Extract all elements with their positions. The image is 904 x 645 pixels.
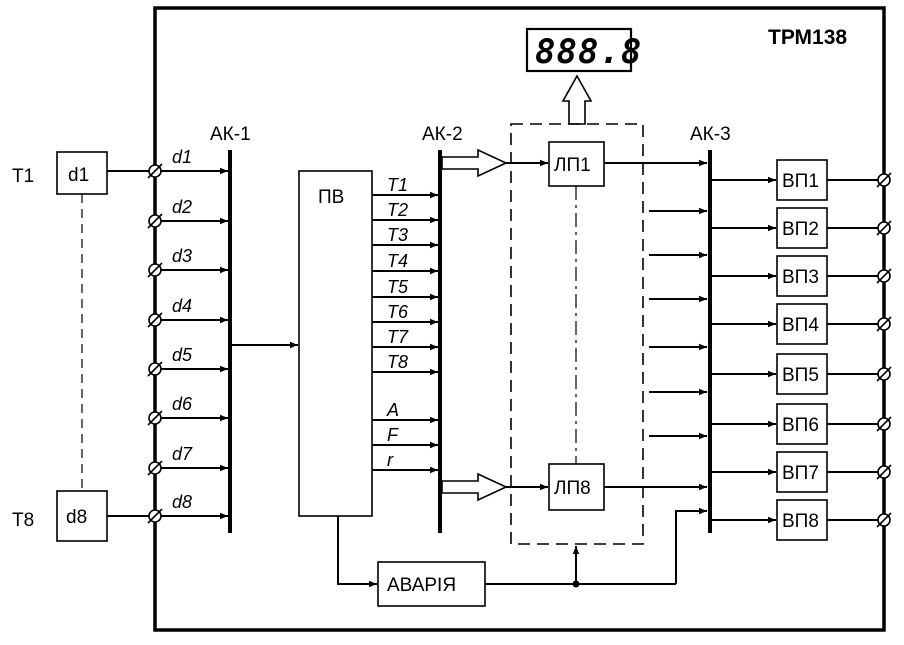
input-terminal-2 <box>147 213 163 229</box>
ak3-inputs <box>649 207 707 440</box>
logic-container <box>510 123 644 545</box>
pv-output-label-11: r <box>387 450 394 470</box>
output-device-label-8: ВП8 <box>782 511 819 532</box>
pv-to-alarm-wire <box>337 516 377 588</box>
output-terminal-4 <box>876 316 892 332</box>
input-terminal-7 <box>147 460 163 476</box>
bus-ak3-label: АК-3 <box>690 124 731 145</box>
hollow-arrow-lp8 <box>441 472 508 502</box>
logic-block-lp1-label: ЛП1 <box>554 155 591 176</box>
output-device-label-2: ВП2 <box>782 219 819 240</box>
device-frame <box>153 6 886 632</box>
pv-output-label-4: T4 <box>387 251 408 271</box>
output-device-label-1: ВП1 <box>782 171 819 192</box>
output-device-label-7: ВП7 <box>782 463 819 484</box>
alarm-to-ak3-wire <box>675 507 707 584</box>
input-terminal-6 <box>147 410 163 426</box>
output-device-6 <box>776 403 828 445</box>
digital-display: 888.8 <box>525 27 642 73</box>
output-terminal-1 <box>876 172 892 188</box>
sensor-terminal-t1: T1 <box>12 166 34 187</box>
output-device-label-5: ВП5 <box>782 365 819 386</box>
alarm-label: АВАРІЯ <box>387 575 456 596</box>
pv-output-label-3: T3 <box>387 225 408 245</box>
sensor-label-d1: d1 <box>68 165 89 186</box>
output-terminal-8 <box>876 512 892 528</box>
pv-block <box>298 170 373 517</box>
hollow-arrow-lp1 <box>441 148 508 178</box>
pv-output-label-9: A <box>386 400 399 420</box>
input-label-8: d8 <box>172 492 192 512</box>
input-terminal-4 <box>147 312 163 328</box>
pv-output-label-8: T8 <box>387 352 408 372</box>
input-terminal-5 <box>147 361 163 377</box>
output-device-2 <box>776 207 828 249</box>
device-title: ТРМ138 <box>768 26 847 49</box>
output-terminal-5 <box>876 366 892 382</box>
output-terminal-3 <box>876 268 892 284</box>
sensor-label-d8: d8 <box>66 507 87 528</box>
output-terminal-6 <box>876 416 892 432</box>
bus-ak1-label: АК-1 <box>210 124 251 145</box>
output-terminal-2 <box>876 220 892 236</box>
input-terminal-3 <box>147 262 163 278</box>
pv-output-label-1: T1 <box>387 175 408 195</box>
pv-label: ПВ <box>318 187 344 208</box>
bus-ak2-label: АК-2 <box>422 124 463 145</box>
input-channels: d1 d2 d3 d4 d5 d6 d7 d8 <box>147 147 228 524</box>
output-device-3 <box>776 255 828 297</box>
output-terminal-7 <box>876 464 892 480</box>
input-label-4: d4 <box>172 296 192 316</box>
pv-output-label-10: F <box>387 425 399 445</box>
output-device-label-3: ВП3 <box>782 267 819 288</box>
input-terminal-8 <box>147 508 163 524</box>
output-device-label-4: ВП4 <box>782 315 819 336</box>
sensor-box-d1 <box>56 151 108 195</box>
logic-block-lp8-label: ЛП8 <box>554 478 591 499</box>
pv-output-label-7: T7 <box>387 327 409 347</box>
input-label-2: d2 <box>172 197 192 217</box>
pv-output-label-6: T6 <box>387 302 409 322</box>
input-label-3: d3 <box>172 246 192 266</box>
output-device-7 <box>776 451 828 493</box>
display-hollow-arrow <box>561 74 593 125</box>
pv-output-label-5: T5 <box>387 277 409 297</box>
input-terminal-1 <box>147 163 163 179</box>
input-label-1: d1 <box>172 147 192 167</box>
sensor-terminal-t8: T8 <box>12 510 34 531</box>
logic-block-lp1 <box>548 141 605 187</box>
display-value: 888.8 <box>535 32 642 72</box>
output-device-5 <box>776 353 828 395</box>
pv-output-label-2: T2 <box>387 200 408 220</box>
sensor-box-d8 <box>56 490 108 542</box>
logic-block-lp8 <box>548 463 605 511</box>
output-device-1 <box>776 159 828 201</box>
input-label-5: d5 <box>172 345 193 365</box>
input-label-6: d6 <box>172 394 193 414</box>
output-device-label-6: ВП6 <box>782 415 819 436</box>
input-label-7: d7 <box>172 444 193 464</box>
